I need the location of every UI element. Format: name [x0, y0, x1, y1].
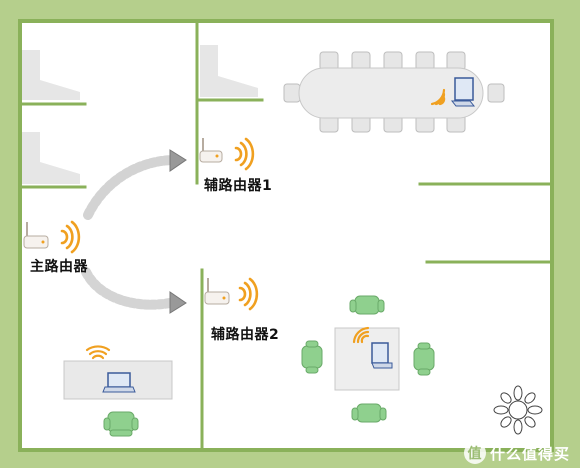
conference-room — [283, 51, 505, 133]
watermark-text: 什么值得买 — [489, 444, 570, 463]
aux-router-1-wifi-signal-icon — [234, 137, 255, 171]
shelf-2 — [22, 132, 80, 184]
square-table-laptop-icon — [371, 342, 393, 369]
conference-wifi-signal-icon — [430, 88, 446, 106]
square-table-wifi-signal-icon — [352, 326, 370, 344]
aux-router-1-label: 辅路由器1 — [204, 178, 273, 194]
aux-router-2-icon — [204, 278, 230, 305]
arrow-to-aux-2 — [81, 267, 180, 310]
arrowhead-aux-2 — [169, 291, 187, 314]
main-router-label: 主路由器 — [30, 259, 88, 275]
conference-laptop-icon — [450, 77, 476, 107]
watermark: 值 什么值得买 — [463, 442, 570, 464]
arrowheads — [169, 149, 187, 314]
aux-router-2-wifi-signal-icon — [238, 277, 259, 311]
aux-router-1-icon — [199, 138, 223, 163]
plant-icon — [493, 385, 543, 435]
shelf-3 — [200, 45, 258, 97]
desk-laptop-icon — [102, 372, 136, 393]
meeting-table-square — [334, 327, 400, 391]
conference-table — [298, 67, 484, 119]
desk-wifi-signal-icon — [85, 345, 111, 360]
main-router-icon — [23, 222, 49, 249]
signal-arrows — [81, 155, 180, 310]
main-router-wifi-signal-icon — [60, 220, 81, 254]
walls — [18, 19, 554, 452]
shelf-1 — [22, 50, 80, 100]
square-table-chairs — [301, 295, 435, 423]
conference-chairs — [283, 51, 505, 133]
arrowhead-aux-1 — [169, 149, 187, 172]
arrow-to-aux-1 — [83, 155, 180, 220]
storage-shelves — [22, 45, 258, 184]
aux-router-2-label: 辅路由器2 — [211, 327, 280, 343]
desk-chair — [103, 411, 139, 437]
watermark-badge-icon: 值 — [463, 442, 486, 464]
